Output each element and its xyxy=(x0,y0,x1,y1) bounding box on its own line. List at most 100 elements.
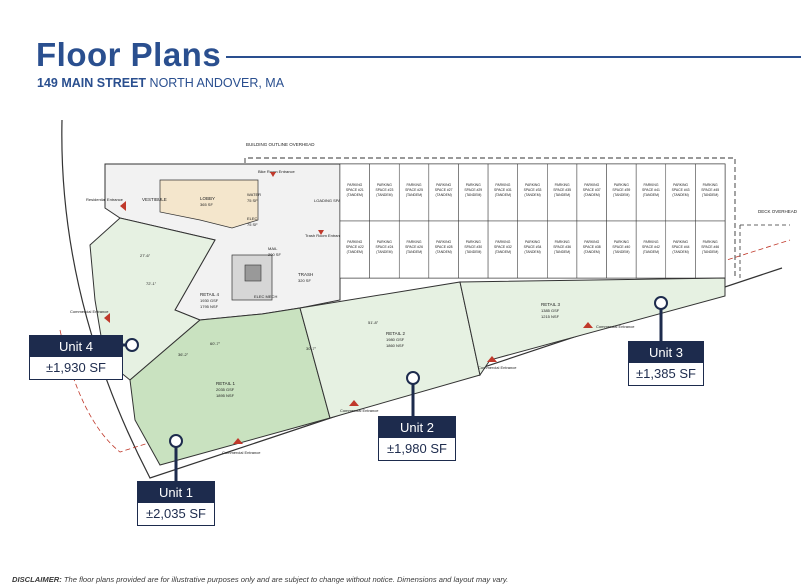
unit-1-area: ±2,035 SF xyxy=(146,506,206,521)
parking-space-label: SPACE #40 xyxy=(612,245,630,249)
parking-space-label: (TANDEM) xyxy=(613,193,629,197)
parking-space-label: (TANDEM) xyxy=(435,193,451,197)
parking-space-label: (TANDEM) xyxy=(465,250,481,254)
unit-3-name: Unit 3 xyxy=(629,342,703,363)
parking-space-label: PARKING xyxy=(436,240,451,244)
retail-4-gsf: 1930 GSF xyxy=(200,298,219,303)
parking-space-label: SPACE #42 xyxy=(642,245,660,249)
parking-space-label: (TANDEM) xyxy=(554,193,570,197)
parking-space-label: PARKING xyxy=(555,240,570,244)
parking-space-label: SPACE #23 xyxy=(376,188,394,192)
entrance-retail-2b: Commercial Entrance xyxy=(478,365,517,370)
unit-1-callout[interactable]: Unit 1 ±2,035 SF xyxy=(137,481,215,526)
parking-space-label: SPACE #26 xyxy=(405,245,423,249)
parking-space-label: (TANDEM) xyxy=(702,250,718,254)
residential-entrance-label: Residential Entrance xyxy=(86,197,124,202)
lobby-label: LOBBY xyxy=(200,196,215,201)
trash-sf: 320 SF xyxy=(298,278,311,283)
parking-space-label: PARKING xyxy=(584,183,599,187)
disclaimer-text: The floor plans provided are for illustr… xyxy=(61,575,509,584)
unit-2-callout[interactable]: Unit 2 ±1,980 SF xyxy=(378,416,456,461)
disclaimer: DISCLAIMER: The floor plans provided are… xyxy=(12,575,508,584)
entrance-arrow xyxy=(583,322,593,328)
dim-retail-2-side: 30'-7" xyxy=(306,346,317,351)
parking-space xyxy=(635,163,667,222)
parking-space-label: SPACE #37 xyxy=(583,188,601,192)
parking-space-label: SPACE #41 xyxy=(642,188,660,192)
unit-2-pin xyxy=(406,371,420,418)
parking-space-label: (TANDEM) xyxy=(347,193,363,197)
parking-space xyxy=(635,220,667,279)
loading-space-label: LOADING SPACE xyxy=(314,198,347,203)
entrance-arrow xyxy=(349,400,359,406)
parking-space-label: (TANDEM) xyxy=(643,193,659,197)
parking-space xyxy=(458,220,489,279)
parking-space-label: (TANDEM) xyxy=(376,250,392,254)
dim-retail-1-mid: 36'-2" xyxy=(178,352,189,357)
entrance-arrow xyxy=(120,201,126,211)
parking-space-label: PARKING xyxy=(584,240,599,244)
water-label: WATER xyxy=(247,192,261,197)
parking-space-label: SPACE #43 xyxy=(672,188,690,192)
parking-space-label: PARKING xyxy=(407,240,422,244)
parking-space-label: (TANDEM) xyxy=(495,250,511,254)
parking-space-label: (TANDEM) xyxy=(435,250,451,254)
parking-space-label: SPACE #33 xyxy=(524,188,542,192)
parking-space-label: (TANDEM) xyxy=(702,193,718,197)
elec-mech-label: ELEC MECH xyxy=(254,294,277,299)
site-boundary xyxy=(61,119,783,479)
retail-3-gsf: 1385 GSF xyxy=(541,308,560,313)
unit-3-area: ±1,385 SF xyxy=(636,366,696,381)
parking-space-label: (TANDEM) xyxy=(672,193,688,197)
parking-space xyxy=(695,220,726,279)
parking-space-label: (TANDEM) xyxy=(406,193,422,197)
bike-room-label: Bike Room Entrance xyxy=(258,169,295,174)
parking-space-label: PARKING xyxy=(377,240,392,244)
parking-space xyxy=(398,163,430,222)
parking-space xyxy=(576,163,607,222)
vestibule-label: VESTIBULE xyxy=(142,197,167,202)
entrance-arrow xyxy=(233,438,243,444)
parking-space-label: PARKING xyxy=(614,183,629,187)
trash-label: TRASH xyxy=(298,272,313,277)
entrance-retail-3: Commercial Entrance xyxy=(596,324,635,329)
retail-2-gsf: 1980 GSF xyxy=(386,337,405,342)
parking-space xyxy=(398,220,430,279)
retail-1-nsf: 1895 NSF xyxy=(216,393,235,398)
unit-4-area: ±1,930 SF xyxy=(46,360,106,375)
lobby xyxy=(159,179,259,229)
elec-label: ELEC xyxy=(247,216,258,221)
parking-space-label: PARKING xyxy=(495,240,510,244)
parking-space-label: PARKING xyxy=(377,183,392,187)
parking-space-label: SPACE #32 xyxy=(494,245,512,249)
parking-space-label: SPACE #29 xyxy=(464,188,482,192)
unit-2-name: Unit 2 xyxy=(379,417,455,438)
unit-3-callout[interactable]: Unit 3 ±1,385 SF xyxy=(628,341,704,386)
parking-space-label: SPACE #46 xyxy=(701,245,719,249)
parking-space-label: SPACE #28 xyxy=(435,245,453,249)
parking-space-label: (TANDEM) xyxy=(347,250,363,254)
entrance-retail-1: Commercial Entrance xyxy=(222,450,261,455)
lobby-sf: 365 SF xyxy=(200,202,213,207)
elevator xyxy=(244,264,262,282)
address-street: 149 MAIN STREET xyxy=(37,76,147,90)
retail-1-label: RETAIL 1 xyxy=(216,381,236,386)
unit-1-pin xyxy=(169,434,183,482)
parking-space-label: PARKING xyxy=(347,240,362,244)
entrance-retail-4: Commercial Entrance xyxy=(70,309,109,314)
parking-space xyxy=(606,220,637,279)
parking-space-label: SPACE #31 xyxy=(494,188,512,192)
parking-space-label: (TANDEM) xyxy=(376,193,392,197)
floor-plan: BUILDING OUTLINE OVERHEAD DECK OVERHEAD … xyxy=(59,119,798,482)
parking-space-label: SPACE #35 xyxy=(553,188,571,192)
unit-4-callout[interactable]: Unit 4 ±1,930 SF xyxy=(29,335,123,380)
entrance-retail-2: Commercial Entrance xyxy=(340,408,379,413)
parking-space-label: PARKING xyxy=(525,240,540,244)
unit-3-pin xyxy=(654,296,668,342)
parking-space-label: (TANDEM) xyxy=(495,193,511,197)
parking-space-label: (TANDEM) xyxy=(465,193,481,197)
mail-sf: 200 SF xyxy=(268,252,281,257)
retail-4-nsf: 1795 NSF xyxy=(200,304,219,309)
parking-space xyxy=(339,163,370,222)
parking-space-label: (TANDEM) xyxy=(406,250,422,254)
